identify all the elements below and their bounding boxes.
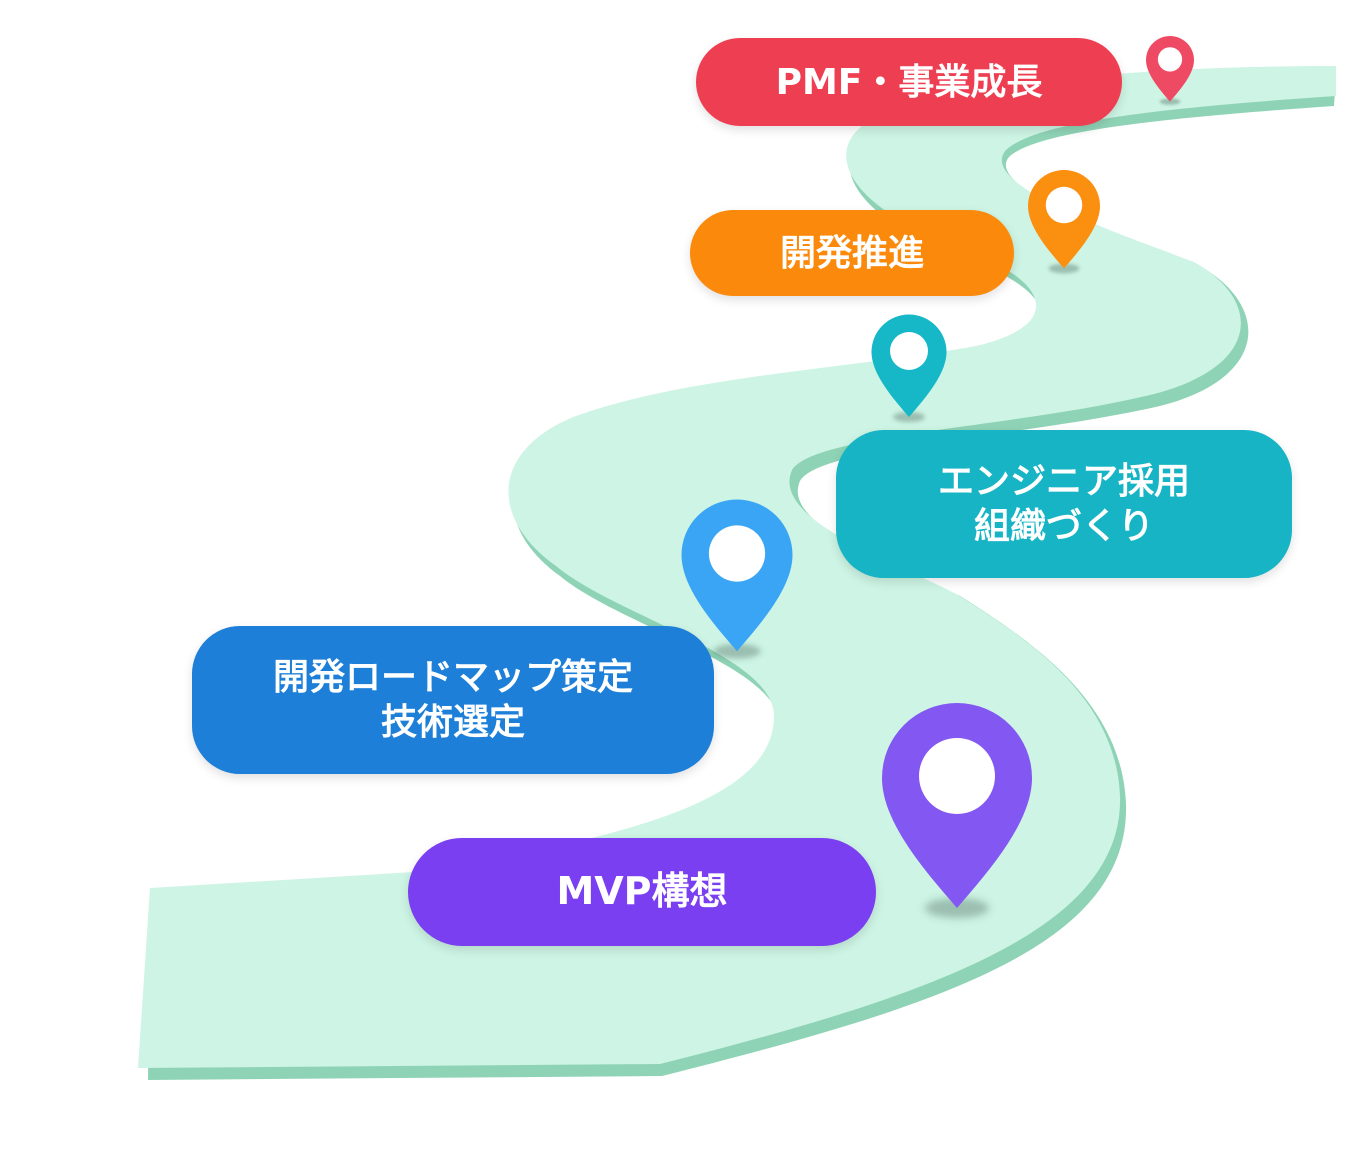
milestone-text-hiring: エンジニア採用組織づくり (938, 459, 1190, 549)
milestone-line: 技術選定 (380, 702, 525, 743)
roadmap-pin-dot (708, 525, 766, 582)
milestone-text-dev: 開発推進 (780, 231, 924, 276)
dev-pin-shadow (1048, 263, 1080, 274)
dev-pin-dot (1045, 186, 1083, 224)
dev-pin-icon (1028, 170, 1100, 274)
milestone-label-roadmap: 開発ロードマップ策定技術選定 (192, 626, 714, 774)
milestone-text-pmf: PMF・事業成長 (776, 60, 1043, 105)
hiring-pin-dot (890, 332, 928, 370)
milestone-text-roadmap: 開発ロードマップ策定技術選定 (273, 655, 633, 745)
pmf-pin-dot (1157, 47, 1183, 72)
milestone-line: PMF・事業成長 (775, 61, 1043, 103)
milestone-label-mvp: MVP構想 (408, 838, 876, 946)
milestone-label-hiring: エンジニア採用組織づくり (836, 430, 1292, 578)
milestone-label-pmf: PMF・事業成長 (696, 38, 1122, 126)
milestone-line: エンジニア採用 (937, 461, 1190, 502)
milestone-line: MVP構想 (556, 869, 728, 914)
pmf-pin-icon (1146, 36, 1194, 105)
hiring-pin-icon (871, 314, 947, 422)
mvp-pin-icon (882, 703, 1032, 918)
pmf-pin-shadow (1159, 98, 1181, 105)
mvp-pin-dot (919, 738, 995, 814)
milestone-label-dev: 開発推進 (690, 210, 1014, 296)
milestone-text-mvp: MVP構想 (556, 868, 727, 916)
milestone-line: 開発ロードマップ策定 (272, 657, 633, 698)
roadmap-pin-icon (681, 499, 793, 659)
milestone-line: 組織づくり (973, 506, 1154, 547)
milestone-line: 開発推進 (779, 232, 924, 274)
